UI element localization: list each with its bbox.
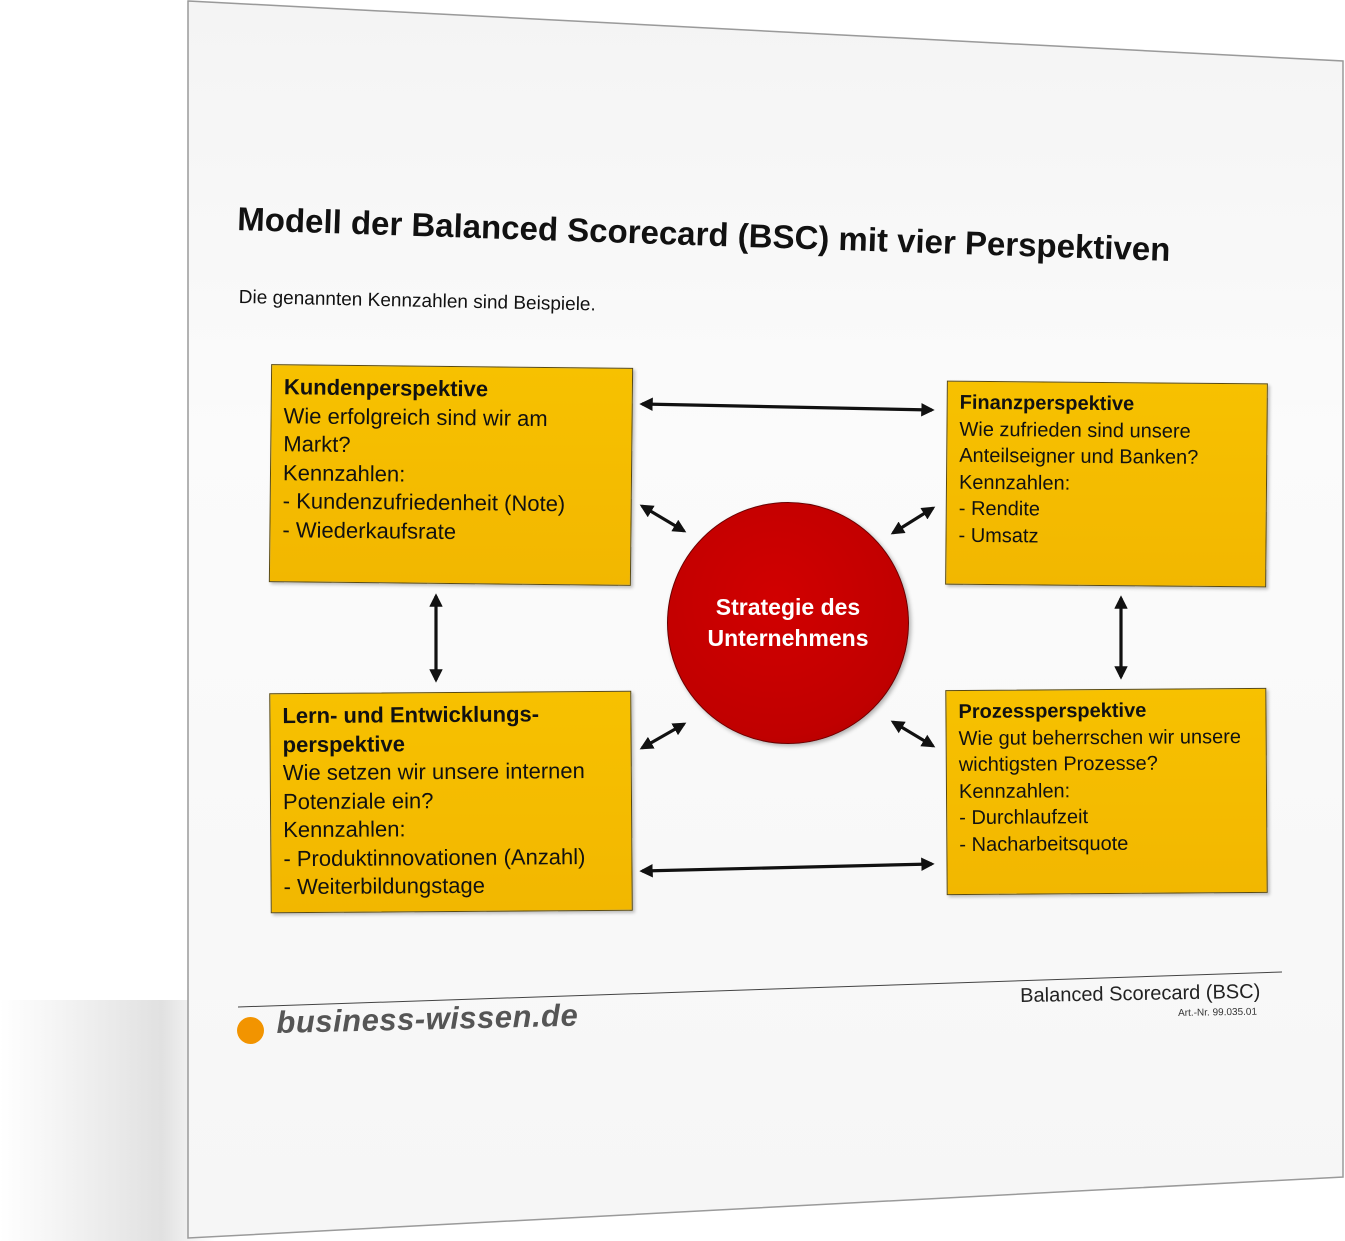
box-line: Wie erfolgreich sind wir am [283,402,548,431]
box-line: Markt? [283,431,351,457]
strategy-circle: Strategie des Unternehmens [667,502,909,744]
box-finanzperspektive: Finanzperspektive Wie zufrieden sind uns… [945,380,1268,588]
box-line: Wie gut beherrschen wir unsere [958,725,1242,750]
box-line: - Wiederkaufsrate [282,516,457,544]
box-line: Kennzahlen: [958,779,1071,803]
logo-dot-icon [237,1017,264,1044]
box-line: Kennzahlen: [283,816,406,843]
box-line: - Rendite [958,497,1041,521]
box-line: Potenziale ein? [282,787,434,814]
box-line: Kennzahlen: [958,471,1071,495]
box-lern-entwicklungsperspektive: Lern- und Entwicklungs- perspektive Wie … [269,690,633,914]
box-heading: Lern- und Entwicklungs- [282,701,540,729]
box-kundenperspektive: Kundenperspektive Wie erfolgreich sind w… [268,364,634,586]
box-line: - Durchlaufzeit [959,806,1089,830]
box-line: - Umsatz [958,524,1039,547]
box-line: - Weiterbildungstage [283,872,486,900]
box-line: Wie zufrieden sind unsere [959,418,1191,443]
box-heading: Prozessperspektive [958,699,1147,724]
footer-article-number: Art.-Nr. 99.035.01 [1178,1006,1258,1019]
box-line: - Kundenzufriedenheit (Note) [282,488,566,517]
footer-document-title: Balanced Scorecard (BSC) [1020,980,1261,1007]
box-line: wichtigsten Prozesse? [958,752,1158,777]
box-line: - Nacharbeitsquote [959,832,1129,856]
box-prozessperspektive: Prozessperspektive Wie gut beherrschen w… [945,687,1268,896]
box-heading: Kundenperspektive [283,374,489,402]
box-line: Wie setzen wir unsere internen [282,758,585,786]
box-heading-continued: perspektive [282,730,405,757]
box-heading: Finanzperspektive [959,391,1135,416]
box-line: Kennzahlen: [282,459,406,487]
box-line: Anteilseigner und Banken? [959,444,1199,469]
brand-logo: business-wissen.de [276,997,579,1040]
box-line: - Produktinnovationen (Anzahl) [283,843,586,871]
circle-label-line1: Strategie des [715,594,861,620]
circle-label-line2: Unternehmens [707,625,869,651]
